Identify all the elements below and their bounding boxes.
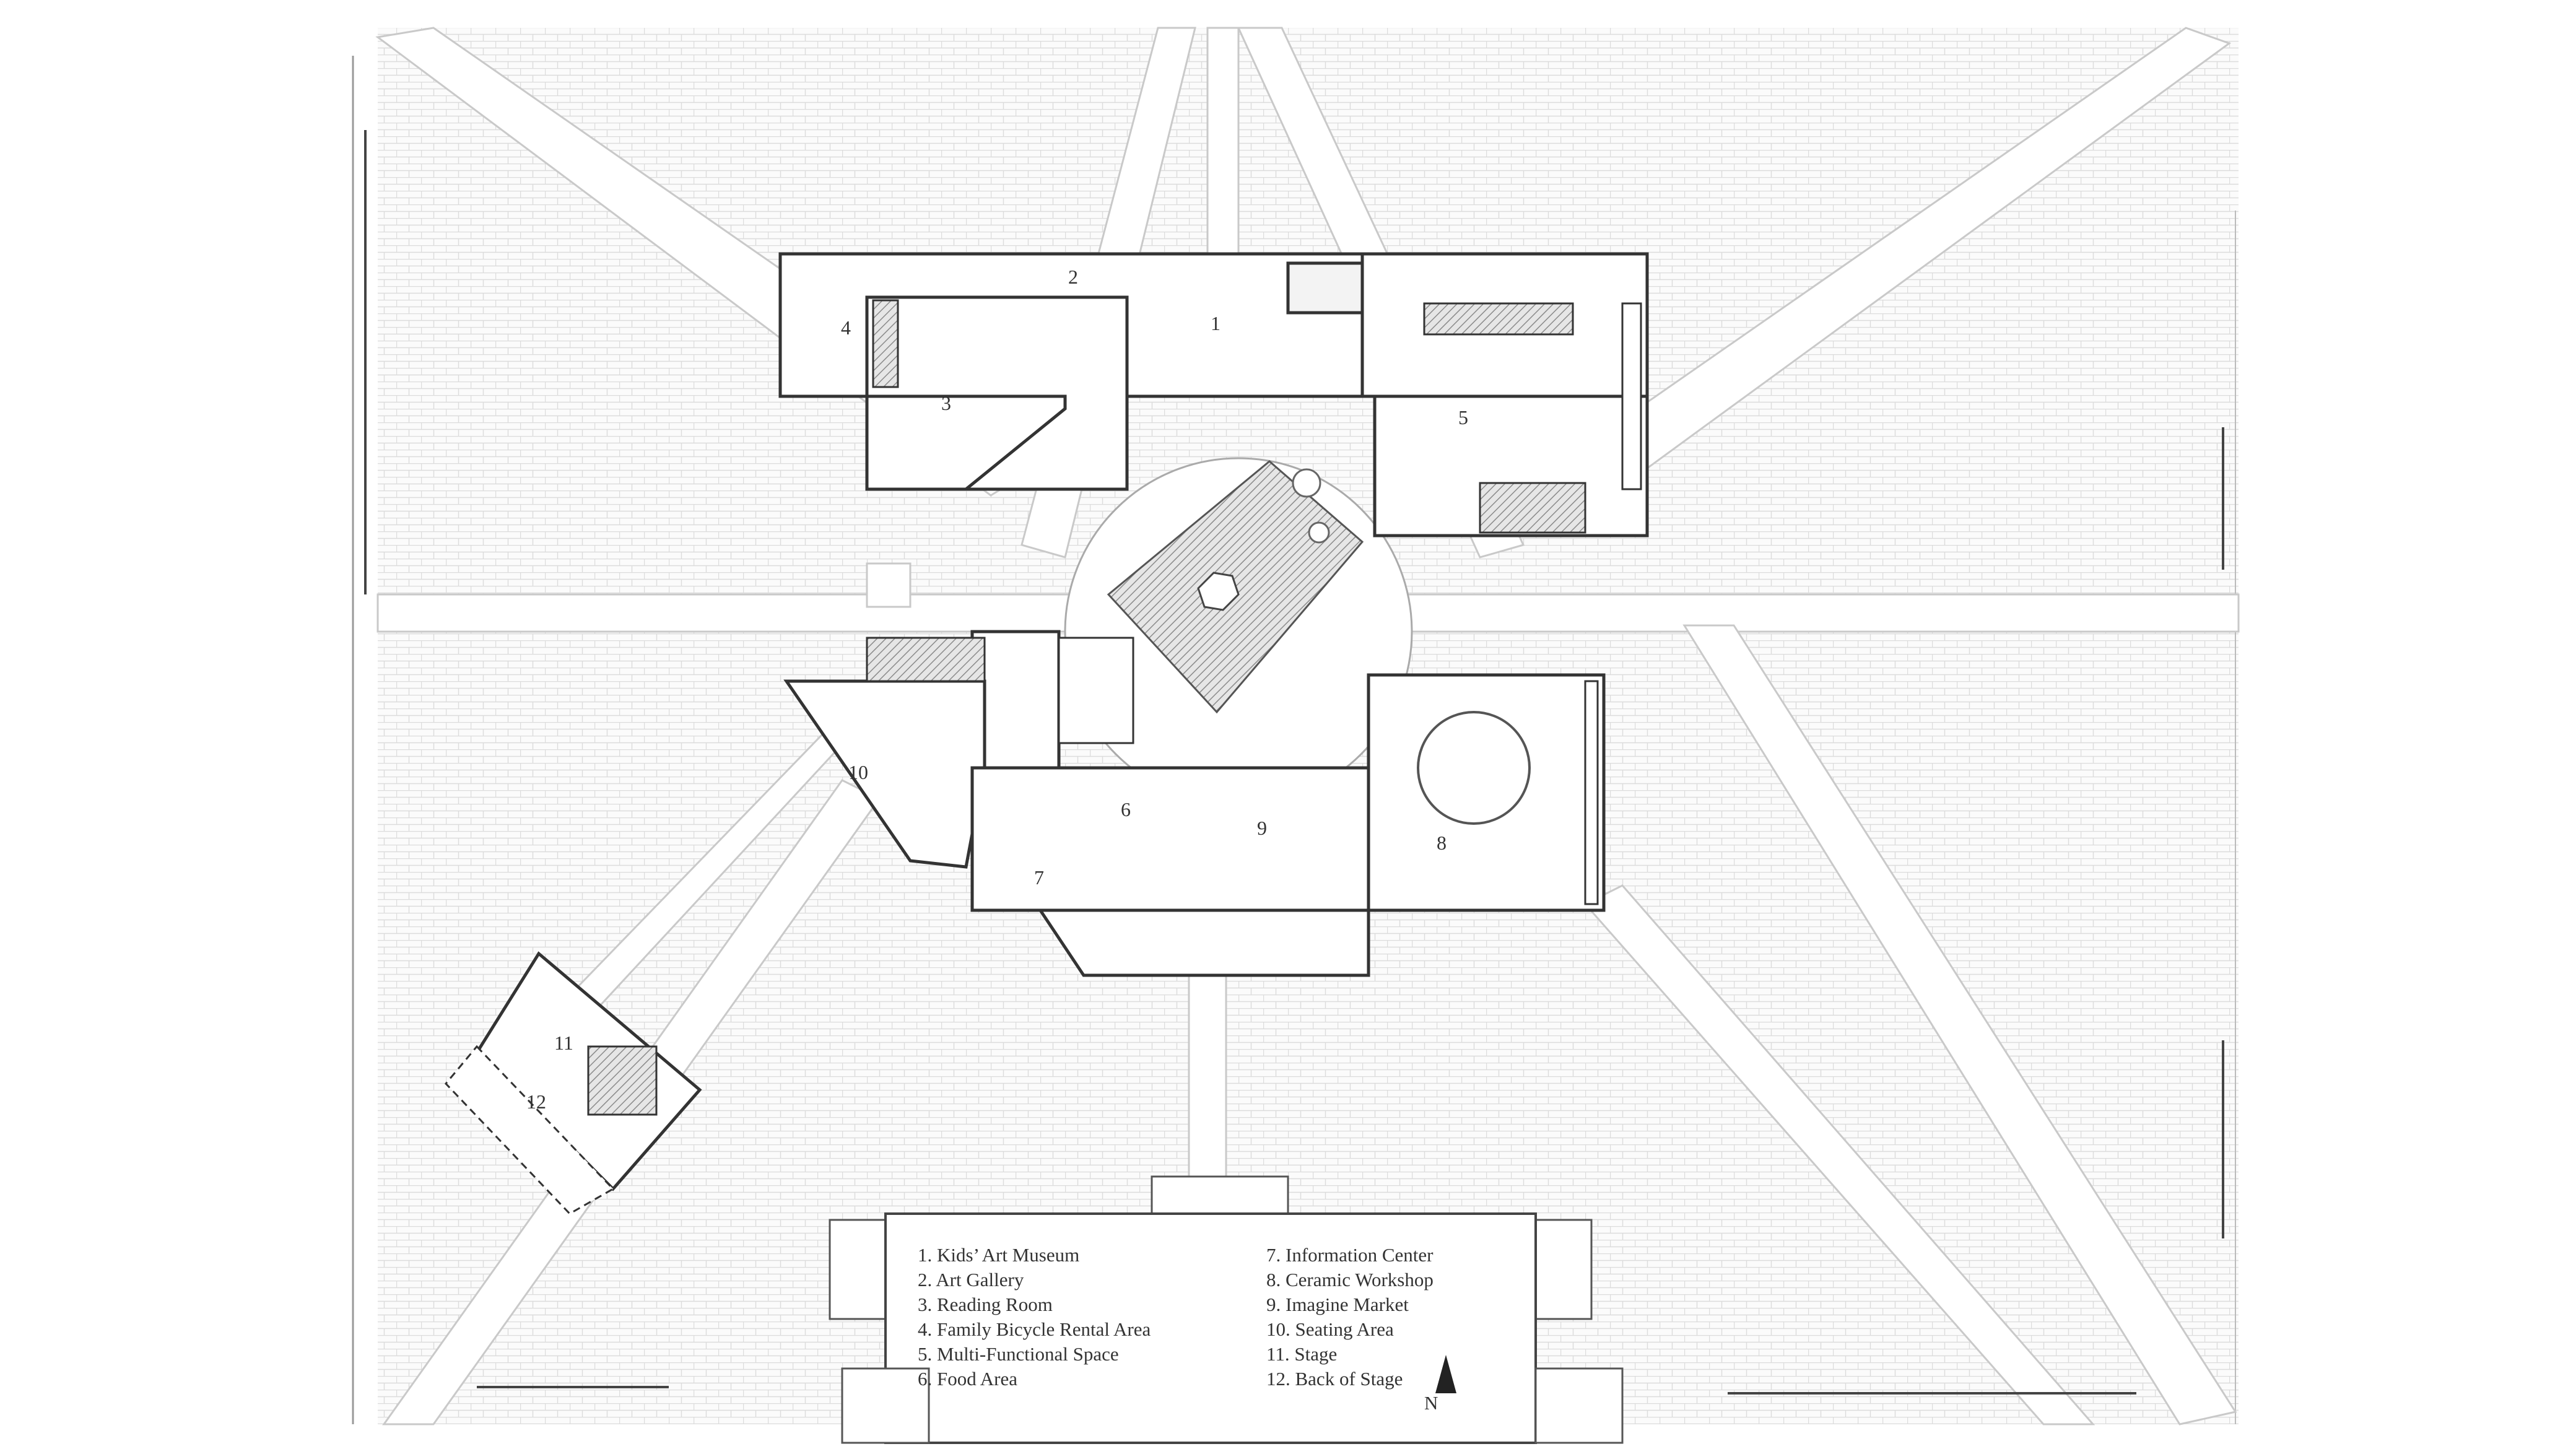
label-reading-room: 3 — [941, 392, 951, 414]
label-imagine-market: 9 — [1257, 817, 1267, 839]
legend-item: 11. Stage — [1266, 1343, 1337, 1365]
legend-item: 2. Art Gallery — [918, 1269, 1024, 1290]
label-kids-art-museum: 1 — [1211, 312, 1221, 334]
label-information-center: 7 — [1034, 866, 1044, 889]
central-plaza — [1064, 457, 1413, 806]
legend-item: 8. Ceramic Workshop — [1266, 1269, 1434, 1290]
legend-item: 10. Seating Area — [1266, 1318, 1394, 1340]
legend-item: 12. Back of Stage — [1266, 1368, 1403, 1390]
legend-item: 1. Kids’ Art Museum — [918, 1244, 1079, 1266]
label-ceramic-workshop: 8 — [1437, 832, 1447, 854]
south-building — [783, 630, 1370, 977]
east-building — [1367, 673, 1606, 912]
legend-item: 4. Family Bicycle Rental Area — [918, 1318, 1151, 1340]
north-building — [778, 252, 1649, 537]
label-food-area: 6 — [1121, 798, 1131, 820]
label-art-gallery: 2 — [1068, 266, 1078, 288]
label-back-of-stage: 12 — [526, 1090, 546, 1113]
stage — [444, 951, 702, 1215]
label-seating-area: 10 — [848, 761, 868, 783]
room-labels: 1 2 3 4 5 6 7 8 9 10 11 12 — [526, 266, 1468, 1113]
north-arrow-icon: N — [1424, 1355, 1456, 1414]
legend-item: 9. Imagine Market — [1266, 1294, 1409, 1315]
legend-item: 7. Information Center — [1266, 1244, 1434, 1266]
entry-building — [829, 1175, 1624, 1444]
label-bicycle-rental: 4 — [841, 316, 851, 339]
legend-item: 3. Reading Room — [918, 1294, 1053, 1315]
legend-item: 6. Food Area — [918, 1368, 1017, 1390]
svg-text:N: N — [1424, 1392, 1438, 1414]
tree-rows — [364, 130, 2224, 1395]
label-stage: 11 — [554, 1032, 573, 1054]
legend: 1. Kids’ Art Museum 2. Art Gallery 3. Re… — [918, 1244, 1456, 1414]
label-multi-functional: 5 — [1458, 406, 1468, 429]
legend-item: 5. Multi-Functional Space — [918, 1343, 1119, 1365]
